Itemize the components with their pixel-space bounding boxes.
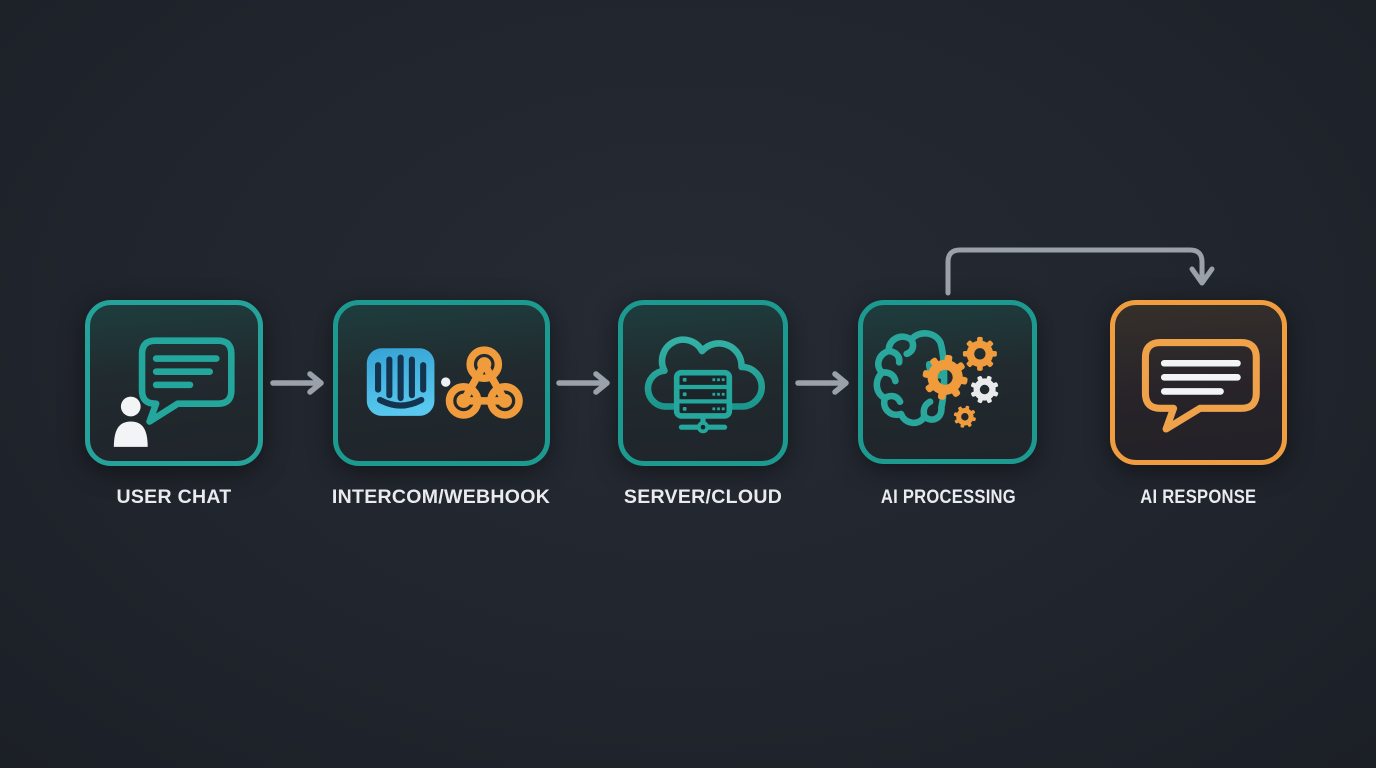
intercom-webhook-icons: [366, 346, 523, 419]
gear-icon: [966, 371, 1003, 408]
node-label: AI RESPONSE: [1139, 486, 1257, 508]
cloud-icon: [644, 336, 765, 410]
node-ai-processing: [858, 300, 1037, 464]
server-rack-icon: [673, 369, 733, 434]
elbow-connector-arrow-icon: [945, 247, 1215, 296]
node-label: USER CHAT: [116, 486, 232, 508]
flow-arrow-icon: [556, 371, 610, 395]
separator-dot: [441, 377, 451, 387]
node-label: SERVER/CLOUD: [623, 486, 783, 508]
flow-arrow-icon: [270, 371, 324, 395]
node-user-chat: [85, 300, 263, 466]
gear-icon: [963, 337, 997, 371]
brain-icon: [873, 330, 948, 427]
flow-arrow-icon: [795, 371, 849, 395]
intercom-icon: [366, 348, 435, 416]
gear-icon: [951, 403, 978, 430]
node-intercom-webhook: [333, 300, 550, 466]
chat-bubble-icon: [113, 337, 235, 447]
node-label: INTERCOM/WEBHOOK: [331, 486, 551, 508]
node-server-cloud: [618, 300, 788, 466]
brain-gears-icons: [873, 330, 1032, 459]
node-ai-response: [1110, 300, 1287, 465]
cloud-server-icon: [644, 336, 765, 434]
user-icon: [113, 396, 148, 447]
node-label: AI PROCESSING: [880, 486, 1016, 508]
chat-bubble-icon: [1141, 339, 1260, 433]
webhook-icon: [445, 346, 523, 419]
